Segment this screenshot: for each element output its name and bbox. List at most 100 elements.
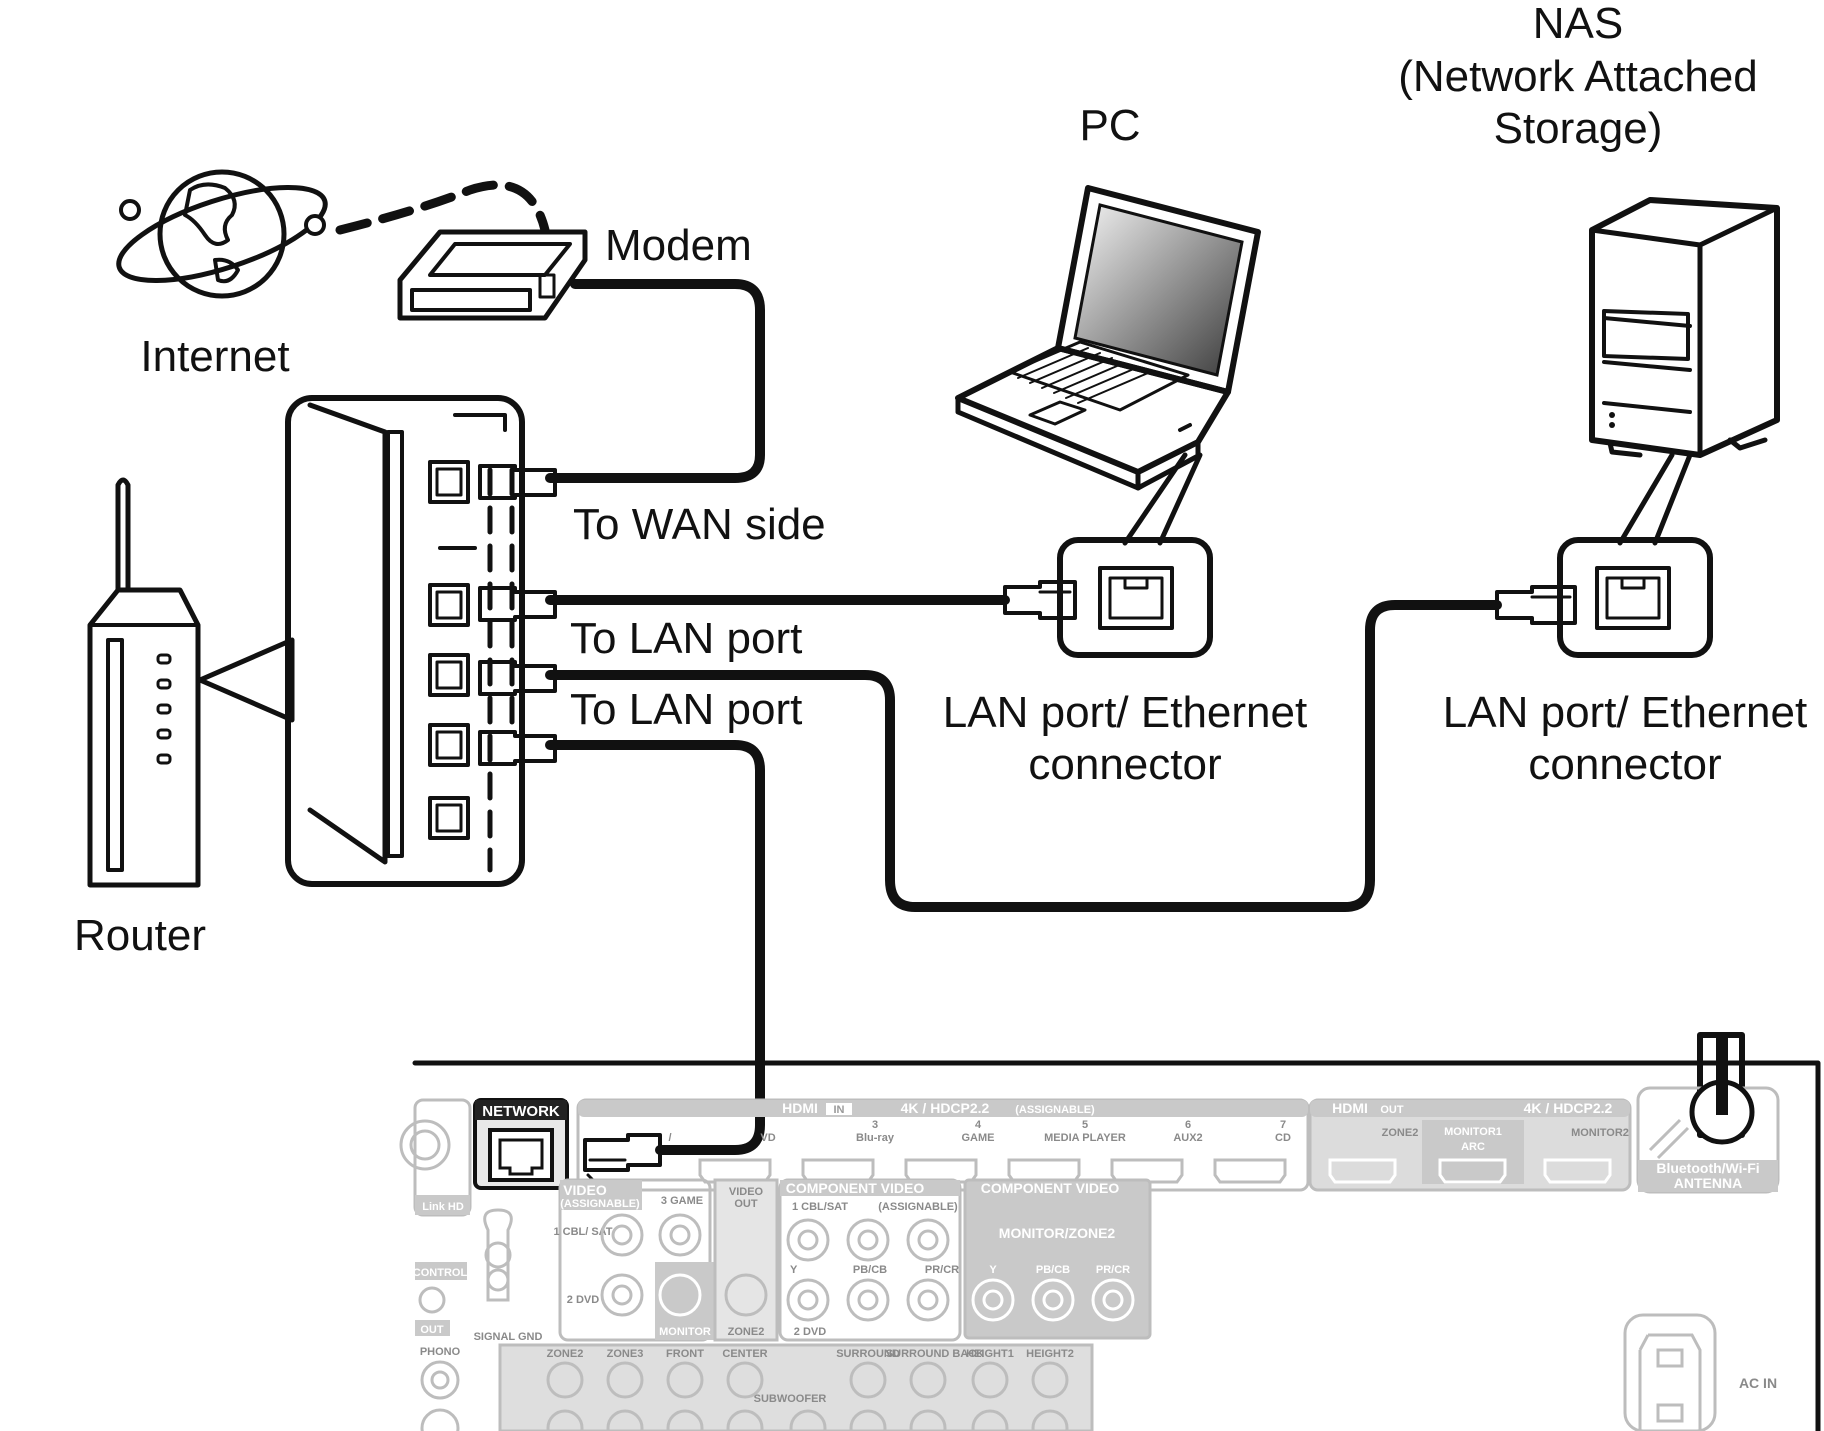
preout-surround: SURROUND (836, 1348, 900, 1360)
hdmi-out-section: HDMI OUT 4K / HDCP2.2 ZONE2 MONITOR1 ARC… (1308, 1098, 1632, 1192)
control-area: CONTROL OUT SIGNAL GND PHONO (413, 1208, 543, 1431)
hdmi-input-3-name: Blu-ray (856, 1132, 895, 1144)
video-in-cbl-label: 1 CBL/ SAT (553, 1226, 612, 1238)
comp-out-y: Y (989, 1264, 997, 1276)
router-lan-plug-1-icon (478, 586, 557, 622)
globe-icon (116, 169, 328, 299)
antenna-label-line1: Bluetooth/Wi-Fi (1656, 1160, 1759, 1176)
video-out-label: VIDEO (729, 1186, 764, 1198)
cables (335, 180, 1502, 1155)
hdmi-input-4-name: GAME (962, 1132, 995, 1144)
preout-height1: HEIGHT1 (966, 1348, 1014, 1360)
nas-lan-port-icon (1595, 566, 1671, 630)
router-wan-plug-icon (478, 464, 557, 500)
router-lan-port-3-icon (428, 723, 470, 767)
router-lan-plug-2-icon (478, 660, 557, 696)
pc-lan-port-icon (1098, 566, 1174, 630)
hdmi-out-port[interactable] (1328, 1158, 1397, 1184)
antenna-label-line2: ANTENNA (1674, 1175, 1742, 1191)
preout-subwoofer: SUBWOOFER (754, 1393, 827, 1405)
hdmi-in-section: HDMI IN 4K / HDCP2.2 (ASSIGNABLE) / VD 3… (576, 1098, 1310, 1192)
component-out-label: COMPONENT VIDEO (981, 1180, 1120, 1196)
modem-label: Modem (605, 221, 752, 270)
hdmi-out-monitor2-label: MONITOR2 (1571, 1127, 1629, 1139)
ac-in-socket: AC IN (1623, 1313, 1777, 1431)
router-icon (87, 477, 295, 888)
pc-label: PC (1079, 101, 1140, 150)
preout-height2: HEIGHT2 (1026, 1348, 1074, 1360)
receiver-plug-icon (583, 1133, 662, 1187)
component-in-section: COMPONENT VIDEO 1 CBL/SAT (ASSIGNABLE) Y… (778, 1178, 962, 1342)
control-out-label: OUT (420, 1324, 444, 1336)
pc-port-label-line1: LAN port/ Ethernet (943, 688, 1307, 737)
preout-center: CENTER (722, 1348, 767, 1360)
hdmi-out-port[interactable] (1438, 1158, 1507, 1184)
router-port-zoom (285, 395, 557, 887)
to-lan-label-2: To LAN port (570, 685, 802, 734)
hdmi-input-5-num: 5 (1082, 1119, 1088, 1131)
video-in-section: VIDEO (ASSIGNABLE) 1 CBL/ SAT 2 DVD 3 GA… (553, 1178, 717, 1342)
hdmi-input-7-name: CD (1275, 1132, 1291, 1144)
hdmi-in-port[interactable] (1213, 1158, 1287, 1184)
video-monitor-label: MONITOR (659, 1326, 711, 1338)
to-lan-label-1: To LAN port (570, 614, 802, 663)
cable-modem-to-router-wan (545, 279, 765, 483)
cable-router-to-receiver (545, 740, 765, 1155)
hdmi-in-port[interactable] (1110, 1158, 1184, 1184)
control-label: CONTROL (413, 1267, 468, 1279)
hdmi-out-label: HDMI (1332, 1100, 1368, 1116)
hdmi-input-6-name: AUX2 (1173, 1132, 1202, 1144)
link-hd-area: Link HD (399, 1098, 472, 1217)
internet-label: Internet (140, 332, 289, 381)
network-port-icon (488, 1128, 554, 1182)
signal-gnd-label: SIGNAL GND (474, 1331, 543, 1343)
router-wan-port-icon (428, 460, 470, 504)
ac-in-label: AC IN (1739, 1375, 1777, 1391)
component-in-assignable: (ASSIGNABLE) (878, 1201, 958, 1213)
cable-router-to-nas (545, 600, 1502, 912)
pc-port-label-line2: connector (1028, 740, 1221, 789)
nas-plug-icon (1495, 585, 1577, 625)
video-in-jack[interactable] (658, 1213, 702, 1257)
network-label: NETWORK (482, 1103, 560, 1120)
comp-out-pb: PB/CB (1036, 1264, 1070, 1276)
comp-in-y: Y (790, 1264, 798, 1276)
hdmi-out-hdcp-label: 4K / HDCP2.2 (1524, 1100, 1613, 1116)
video-in-jack[interactable] (600, 1273, 644, 1317)
hdmi-out-port[interactable] (1543, 1158, 1612, 1184)
cable-internet-to-modem (335, 180, 550, 235)
video-in-jack[interactable] (600, 1213, 644, 1257)
hdmi-input-4-num: 4 (975, 1119, 982, 1131)
component-in-label: COMPONENT VIDEO (786, 1180, 925, 1196)
router-lan-port-2-icon (428, 653, 470, 697)
comp-in-pr: PR/CR (925, 1264, 959, 1276)
hdmi-input-3-num: 3 (872, 1119, 878, 1131)
preout-zone2: ZONE2 (547, 1348, 584, 1360)
nas-lan-port-callout (1495, 452, 1713, 658)
video-out-section: VIDEO OUT ZONE2 (713, 1178, 779, 1342)
hdmi-in-assignable-label: (ASSIGNABLE) (1015, 1104, 1095, 1116)
hdmi-out-monitor1-label: MONITOR1 (1444, 1126, 1502, 1138)
hdmi-in-hdcp-label: 4K / HDCP2.2 (901, 1100, 990, 1116)
component-out-section: COMPONENT VIDEO MONITOR/ZONE2 Y PB/CB PR… (963, 1178, 1152, 1340)
router-lan-port-1-icon (428, 583, 470, 627)
video-in-dvd-label: 2 DVD (567, 1294, 599, 1306)
component-in-cbl: 1 CBL/SAT (792, 1201, 848, 1213)
video-out-badge: OUT (734, 1198, 758, 1210)
component-out-monitor-zone2: MONITOR/ZONE2 (999, 1225, 1116, 1241)
video-in-label: VIDEO (563, 1182, 607, 1198)
router-lan-plug-3-icon (478, 730, 557, 766)
pc-plug-icon (1003, 580, 1077, 620)
link-hd-label: Link HD (422, 1201, 464, 1213)
nas-tower-icon (1589, 197, 1780, 458)
video-in-assignable: (ASSIGNABLE) (560, 1198, 640, 1210)
hdmi-out-arc-label: ARC (1461, 1141, 1485, 1153)
nas-port-label-line1: LAN port/ Ethernet (1443, 688, 1807, 737)
receiver-network-port[interactable]: NETWORK (473, 1098, 569, 1190)
hdmi-out-badge: OUT (1380, 1104, 1404, 1116)
video-in-game-label: 3 GAME (661, 1195, 703, 1207)
phono-label: PHONO (420, 1346, 461, 1358)
preout-front: FRONT (666, 1348, 704, 1360)
comp-in-pb: PB/CB (853, 1264, 887, 1276)
